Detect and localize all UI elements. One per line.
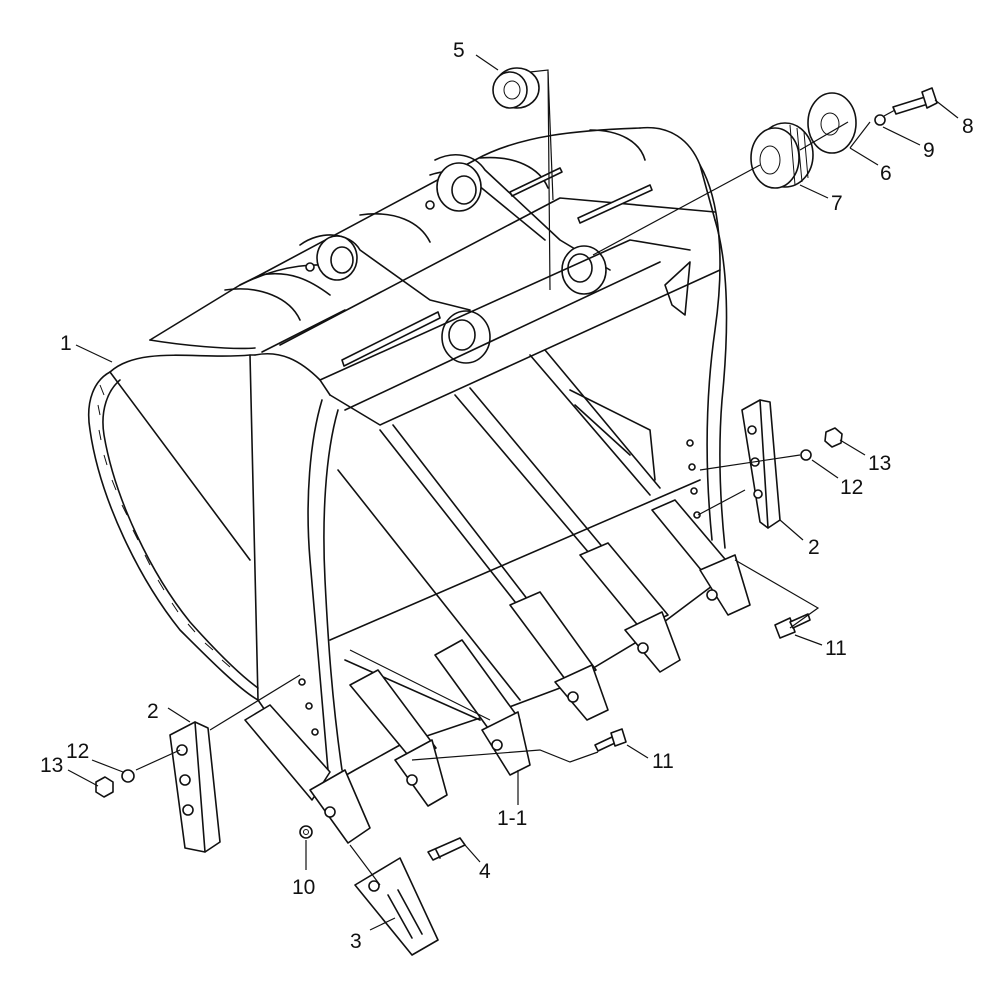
threaded-boss — [750, 122, 814, 189]
callout-12-right: 12 — [840, 476, 863, 499]
leader-lines — [67, 54, 959, 931]
callout-9: 9 — [923, 139, 935, 162]
callout-2-left: 2 — [147, 700, 159, 723]
callout-3: 3 — [350, 930, 362, 953]
tooth-point — [354, 857, 439, 956]
nut-13-right — [824, 427, 843, 448]
callout-6: 6 — [880, 162, 892, 185]
callout-13-right: 13 — [868, 452, 891, 475]
tooth-pin — [427, 837, 466, 861]
shim-plate — [807, 92, 857, 154]
callout-10: 10 — [292, 876, 315, 899]
bolt — [892, 87, 938, 115]
callout-7: 7 — [831, 192, 843, 215]
side-cutter-right — [741, 399, 781, 529]
callout-8: 8 — [962, 115, 974, 138]
callout-labels: 1 5 7 6 9 8 13 12 2 11 11 1-1 4 3 10 2 1… — [40, 39, 974, 953]
callout-5: 5 — [453, 39, 465, 62]
callout-1-1: 1-1 — [497, 807, 527, 830]
callout-4: 4 — [479, 860, 491, 883]
callout-12-left: 12 — [66, 740, 89, 763]
callout-2-right: 2 — [808, 536, 820, 559]
lock-washer — [299, 825, 313, 839]
nut-13-left — [95, 776, 114, 798]
tooth-adapters — [244, 499, 751, 844]
callout-11-right: 11 — [825, 637, 847, 660]
washer-12-left — [121, 769, 135, 783]
bucket-body — [87, 126, 728, 791]
side-cutter-left — [169, 721, 221, 853]
washer — [874, 114, 886, 126]
bolt-11-bottom — [594, 728, 627, 752]
callout-11-bottom: 11 — [652, 750, 674, 773]
washer-12-right — [800, 449, 812, 461]
callout-13-left: 13 — [40, 754, 63, 777]
callout-1: 1 — [60, 332, 72, 355]
bushing — [492, 67, 540, 109]
pin-boss — [305, 162, 607, 364]
